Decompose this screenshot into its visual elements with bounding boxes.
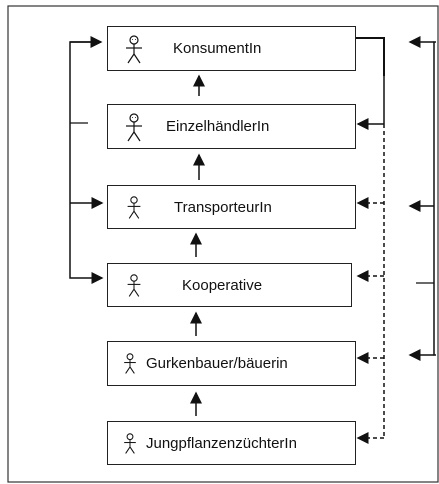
stick-figure-icon: [127, 274, 141, 297]
outer-border: [7, 5, 439, 483]
stick-figure-icon: [124, 433, 136, 454]
node-jungpflanzen: JungpflanzenzüchterIn: [107, 421, 356, 465]
node-label: KonsumentIn: [173, 40, 262, 57]
far-right-bracket: [433, 41, 436, 356]
node-label: TransporteurIn: [174, 198, 272, 216]
stick-figure-icon: [124, 353, 136, 374]
node-einzelhaendler: EinzelhändlerIn: [107, 104, 356, 149]
node-transporteur: TransporteurIn: [107, 185, 356, 229]
node-label: JungpflanzenzüchterIn: [146, 434, 297, 452]
node-kooperative: Kooperative: [107, 263, 352, 307]
stick-figure-icon: [126, 113, 142, 142]
right-solid-from-konsument: [356, 37, 385, 76]
node-label: Gurkenbauer/bäuerin: [146, 355, 288, 372]
stick-figure-icon: [127, 196, 141, 219]
node-konsument: KonsumentIn: [107, 26, 356, 71]
stick-figure-icon: [126, 35, 142, 64]
node-label: Kooperative: [182, 276, 263, 294]
node-gurkenbauer: Gurkenbauer/bäuerin: [107, 341, 356, 386]
node-label: EinzelhändlerIn: [166, 118, 270, 135]
left-bracket-to-kooperative: [69, 41, 104, 284]
